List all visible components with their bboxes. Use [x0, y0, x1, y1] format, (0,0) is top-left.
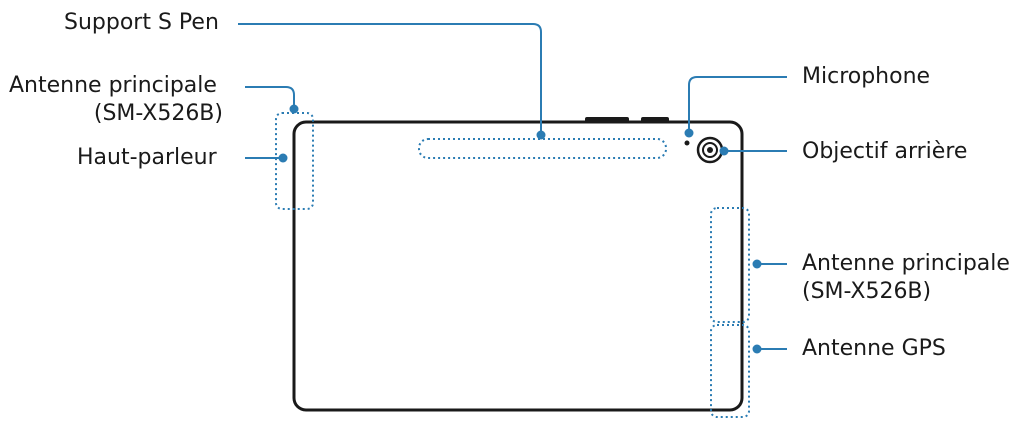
label-antenne-principale-right-line2: (SM-X526B) — [802, 279, 932, 304]
camera-icon — [696, 136, 724, 164]
label-support-s-pen: Support S Pen — [64, 10, 219, 35]
callout-dot-s-pen — [536, 130, 546, 140]
callout-dot-antenne-right — [752, 259, 762, 269]
callout-dot-gps — [752, 344, 762, 354]
s-pen-support-area — [418, 138, 667, 159]
label-antenne-principale-left-line1: Antenne principale — [9, 73, 217, 98]
callout-support-s-pen — [238, 23, 542, 133]
top-button-2 — [641, 117, 669, 123]
callout-microphone — [688, 76, 787, 130]
right-antenna-area — [710, 207, 750, 323]
label-antenne-principale-right-line1: Antenne principale — [802, 251, 1010, 276]
callout-dot-haut-parleur — [278, 153, 288, 163]
left-antenna-area — [275, 112, 314, 210]
top-button-1 — [585, 117, 629, 123]
microphone-hole — [684, 140, 690, 146]
label-antenne-gps: Antenne GPS — [802, 336, 946, 361]
callout-dot-objectif — [719, 146, 729, 156]
label-microphone: Microphone — [802, 64, 931, 89]
tablet-body-outline — [292, 120, 744, 412]
gps-antenna-area — [710, 324, 750, 418]
callout-dot-antenne-left — [289, 104, 299, 114]
callout-antenne-left — [245, 86, 295, 107]
label-haut-parleur: Haut-parleur — [77, 145, 217, 170]
label-objectif-arriere: Objectif arrière — [802, 139, 968, 164]
label-antenne-principale-left-line2: (SM-X526B) — [93, 101, 223, 126]
callout-dot-microphone — [684, 128, 694, 138]
